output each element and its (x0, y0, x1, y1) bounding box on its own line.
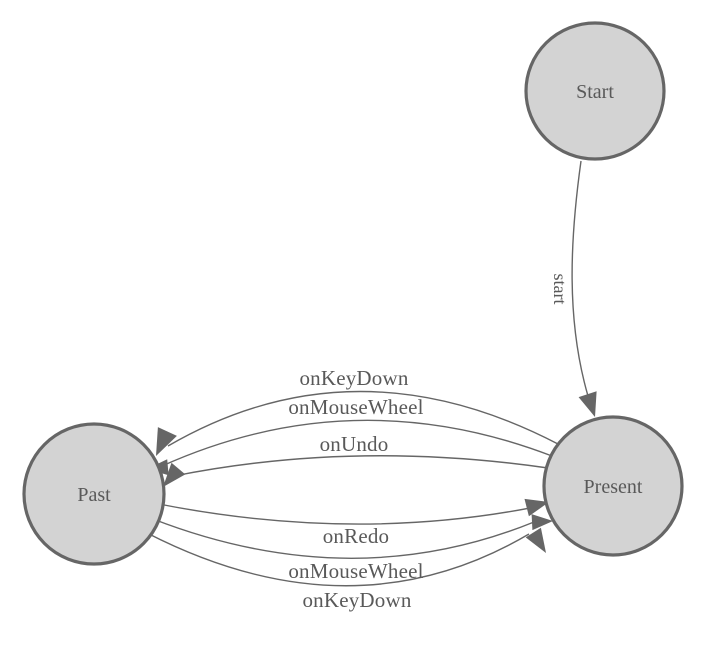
arrowhead-past-top (156, 427, 177, 456)
edge-label-onkeydown-bottom: onKeyDown (302, 588, 411, 612)
edge-lines (146, 160, 589, 587)
node-past-label: Past (77, 484, 111, 506)
node-start-label: Start (576, 81, 614, 103)
edge-onredo-to-present (158, 503, 531, 525)
edge-onmousewheel-to-present (152, 518, 535, 559)
node-present: Present (542, 415, 684, 557)
node-past-circle (22, 422, 166, 566)
edge-onkeydown-to-present (146, 532, 530, 587)
node-present-label: Present (584, 476, 643, 498)
edge-label-start: start (550, 274, 570, 305)
edge-label-onkeydown-top: onKeyDown (299, 366, 408, 390)
node-past: Past (22, 422, 166, 566)
arrowhead-present-upper (524, 498, 549, 517)
edge-labels: start onKeyDown onMouseWheel onUndo onRe… (288, 274, 570, 613)
node-present-circle (542, 415, 684, 557)
edge-label-onmousewheel-top: onMouseWheel (288, 395, 423, 419)
edge-label-onredo: onRedo (323, 524, 390, 548)
arrowhead-present-middle (531, 514, 553, 531)
edge-start-to-present (571, 160, 589, 397)
nodes: Start Present Past (22, 21, 684, 566)
edge-label-onmousewheel-bottom: onMouseWheel (288, 559, 423, 583)
arrowhead-start-edge (578, 391, 597, 417)
arrowhead-past-bottom (163, 462, 186, 487)
edge-label-onundo: onUndo (320, 432, 389, 456)
arrowhead-present-lower (525, 527, 546, 553)
node-start-circle (524, 21, 666, 161)
edge-onmousewheel-to-past (161, 419, 553, 467)
node-start: Start (524, 21, 666, 161)
edge-onundo-to-past (173, 455, 549, 477)
edge-onkeydown-to-past (167, 390, 559, 447)
